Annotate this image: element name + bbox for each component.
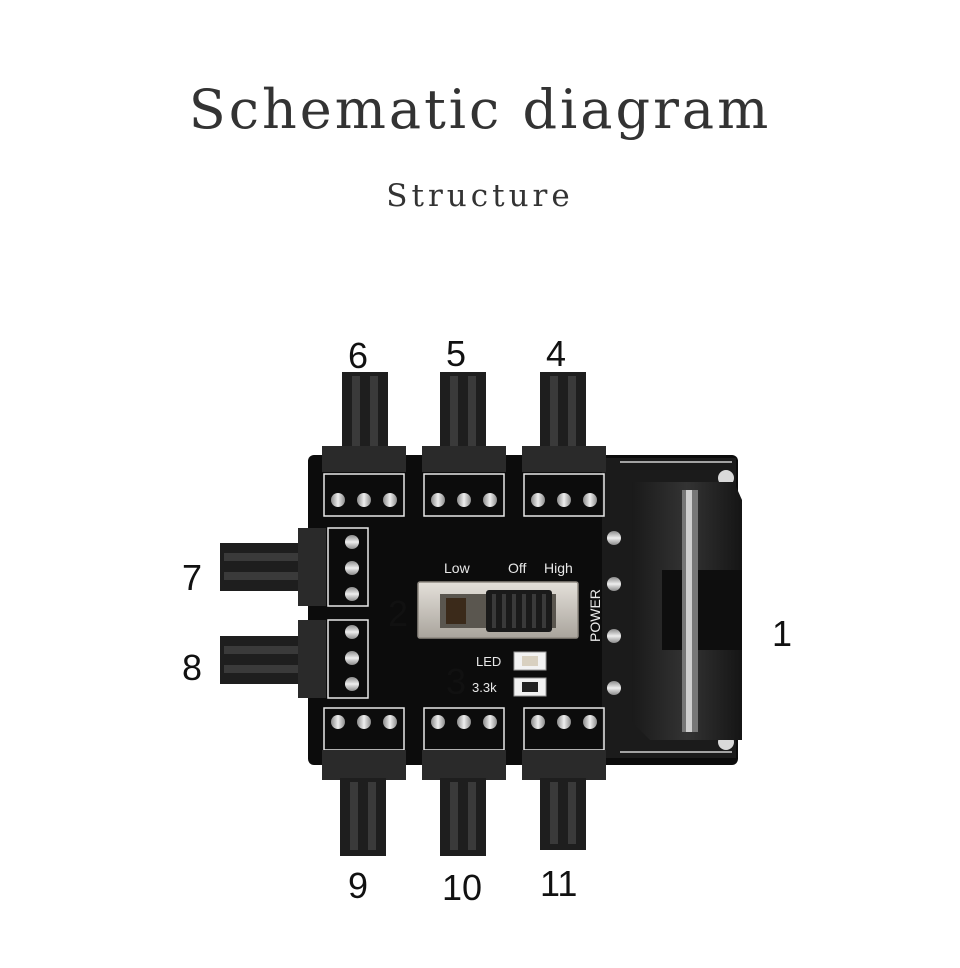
- callout-11: 11: [540, 863, 577, 904]
- bottom-fan-connector-11: [522, 707, 606, 850]
- switch-label-high: High: [544, 560, 573, 576]
- callout-2: 2: [388, 593, 408, 634]
- callout-6: 6: [348, 335, 368, 376]
- callout-4: 4: [546, 333, 566, 374]
- bottom-fan-connector-9: [322, 707, 406, 856]
- power-silkscreen-label: POWER: [587, 589, 603, 642]
- led-silkscreen-label: LED: [476, 654, 501, 669]
- page-subtitle: Structure: [386, 178, 574, 214]
- callout-1: 1: [772, 613, 792, 654]
- page-title: Schematic diagram: [188, 78, 772, 141]
- top-fan-connector-4: [522, 372, 606, 517]
- led: [513, 651, 547, 671]
- callout-3: 3: [446, 661, 466, 702]
- top-fan-connector-5: [422, 372, 506, 517]
- callout-5: 5: [446, 333, 466, 374]
- switch-label-low: Low: [444, 560, 471, 576]
- left-fan-connector-8: [220, 619, 369, 699]
- switch-label-off: Off: [508, 560, 527, 576]
- speed-switch: [417, 581, 579, 639]
- resistor: [513, 677, 547, 697]
- left-fan-connector-7: [220, 527, 369, 607]
- callout-10: 10: [442, 867, 482, 908]
- bottom-fan-connector-10: [422, 707, 506, 856]
- power-connector: [607, 482, 742, 740]
- top-fan-connector-6: [322, 372, 406, 517]
- callout-7: 7: [182, 557, 202, 598]
- resistor-silkscreen-label: 3.3k: [472, 680, 497, 695]
- callout-9: 9: [348, 865, 368, 906]
- callout-8: 8: [182, 647, 202, 688]
